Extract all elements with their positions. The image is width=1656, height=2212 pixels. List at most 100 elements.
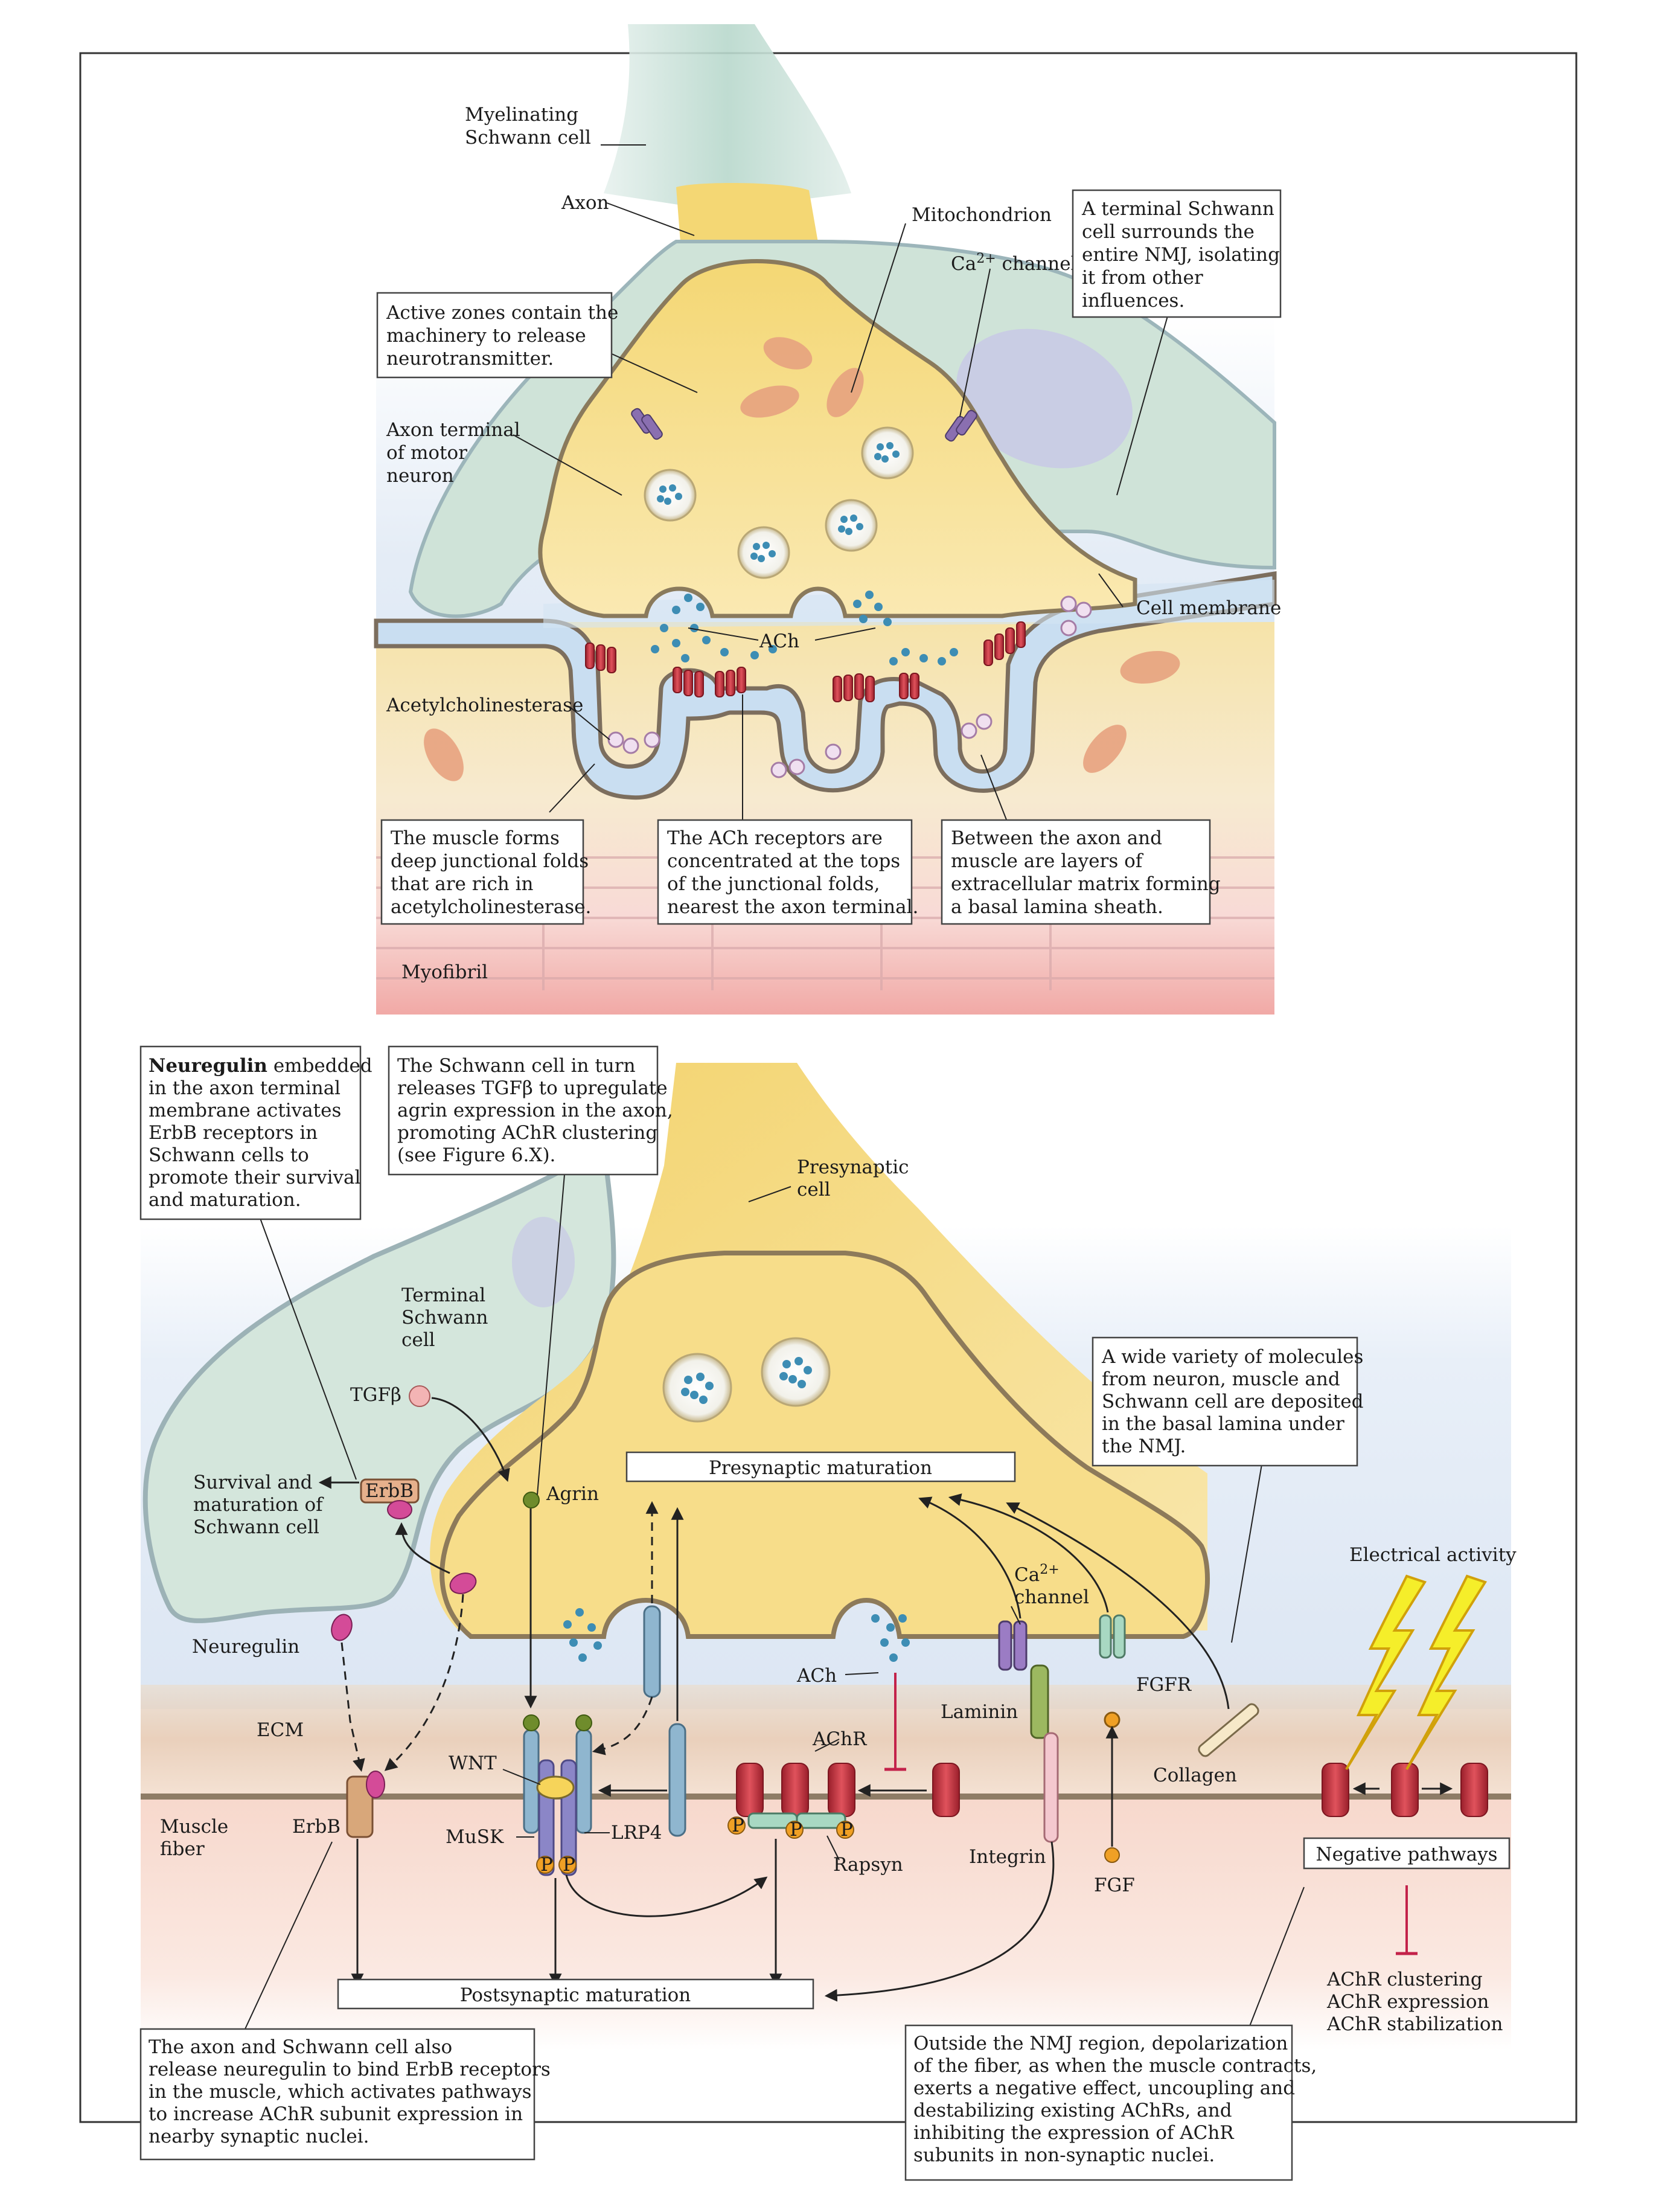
neuregulin-axon [449,1572,477,1594]
figure-frame [79,52,1578,2123]
myelinating-schwann-cell [604,24,851,205]
integrin [1043,1732,1059,1843]
label-acetylcholinesterase: Acetylcholinesterase [386,694,583,716]
rapsyn [747,1812,846,1829]
wnt-ligand [536,1775,575,1800]
pathway-arrows [318,1397,1453,2002]
erbb-muscle-receptor [346,1775,374,1838]
vesicle-contents-bottom [681,1357,812,1404]
svg-text:Presynaptic maturation: Presynaptic maturation [709,1457,932,1479]
label-agrin: Agrin [546,1483,599,1505]
svg-text:Negative pathways: Negative pathways [1316,1844,1497,1865]
schwann-nucleus-bottom [512,1217,575,1307]
presynaptic-terminal-membrane [440,1251,1210,1639]
label-achr: AChR [812,1728,868,1750]
muscle-fiber-band [141,1797,1511,2050]
agrin-secretion-column [643,1605,661,1698]
ca-channel-bottom [998,1620,1028,1671]
phosphate-groups: P P P P P [536,1815,854,1876]
label-tgfb: TGFβ [350,1384,401,1406]
ca-channels-top [631,408,977,442]
acetylcholinesterase-top [607,595,1092,778]
label-wnt: WNT [449,1752,497,1774]
postsynaptic-maturation-box: Postsynaptic maturation [337,1978,814,2010]
label-rapsyn: Rapsyn [833,1854,903,1876]
label-ca-channel-bottom: Ca2+channel [1014,1562,1089,1608]
mitochondria-top [424,337,1180,781]
agrin-molecule [523,1492,540,1508]
neuregulin-on-muscle-erbb [366,1771,385,1798]
label-electrical-activity: Electrical activity [1349,1544,1517,1566]
neuregulin-on-erbb [387,1500,412,1519]
negative-pathways-box: Negative pathways [1303,1837,1511,1870]
svg-text:P: P [540,1854,553,1876]
label-fgfr: FGFR [1136,1674,1192,1696]
electrical-activity-bolts [1345,1574,1488,1771]
svg-text:P: P [790,1819,802,1841]
erbb-schwann-receptor [360,1478,420,1504]
label-ca-channel-top: Ca2+ channel [951,251,1077,275]
junctional-folds [374,571,1277,800]
synaptic-vesicles-top [644,426,914,579]
label-musk: MuSK [446,1826,504,1848]
presynaptic-maturation-box: Presynaptic maturation [625,1451,1016,1483]
axon-terminal [538,259,1137,618]
label-integrin: Integrin [969,1846,1046,1868]
tgfb-molecule [409,1385,430,1407]
label-collagen: Collagen [1153,1765,1237,1786]
lrp4-retrograde-column [668,1723,686,1837]
ach-molecules-top [651,591,958,665]
svg-text:P: P [563,1854,575,1876]
label-ach-bottom: ACh [796,1665,837,1687]
top-pointers [513,144,1169,825]
label-mitochondrion: Mitochondrion [912,204,1052,226]
bottom-panel: P P P P P [139,1045,1517,2181]
svg-text:Outside the NMJ region, depola: Outside the NMJ region, depolarizationof… [913,2033,1317,2166]
bottom-pointers [244,1174,1305,2031]
label-laminin: Laminin [941,1701,1018,1723]
fgf-molecule [1104,1847,1120,1863]
svg-text:P: P [732,1815,744,1836]
label-lrp4: LRP4 [611,1822,662,1844]
achr-cluster-bottom [736,1763,1488,1817]
fgfr [1099,1614,1126,1728]
laminin [1030,1664,1049,1739]
label-neuregulin: Neuregulin [192,1636,299,1658]
vesicle-contents-top [657,442,900,562]
neuregulin-schwann [331,1614,353,1641]
collagen [1198,1703,1259,1757]
label-cell-membrane: Cell membrane [1136,597,1281,619]
musk-complex [523,1714,592,1876]
label-ecm: ECM [257,1719,304,1741]
label-ach-top: ACh [759,630,799,652]
label-axon: Axon [561,192,609,214]
svg-text:P: P [840,1819,853,1841]
svg-text:Postsynaptic maturation: Postsynaptic maturation [460,1984,691,2006]
label-erbb: ErbB [292,1816,340,1838]
